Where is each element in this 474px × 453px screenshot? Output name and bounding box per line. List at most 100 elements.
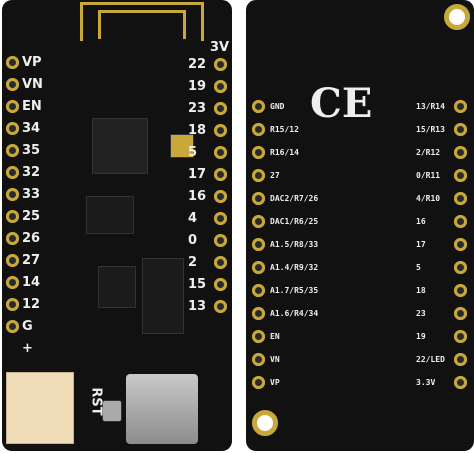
front-right-pin xyxy=(214,278,227,291)
front-left-pin-label: 35 xyxy=(22,143,41,158)
flash-chip xyxy=(86,196,134,234)
back-left-pin xyxy=(252,261,265,274)
front-right-pin-label: 4 xyxy=(188,211,198,226)
back-right-pin-label: 13/R14 xyxy=(416,102,445,111)
front-right-pin-label: 17 xyxy=(188,167,207,182)
back-right-pin xyxy=(454,215,467,228)
back-right-pin-label: 16 xyxy=(416,217,426,226)
back-right-pin xyxy=(454,284,467,297)
front-right-pin-label: 18 xyxy=(188,123,207,138)
mounting-hole-bottom xyxy=(252,410,278,436)
usb-c-connector[interactable] xyxy=(126,374,198,444)
front-right-pin-label: 22 xyxy=(188,57,207,72)
front-left-pin xyxy=(6,144,19,157)
reset-label: RST xyxy=(88,387,104,416)
back-left-pin xyxy=(252,169,265,182)
front-left-pin xyxy=(6,276,19,289)
back-right-pin xyxy=(454,330,467,343)
front-right-pin xyxy=(214,190,227,203)
back-left-pin-label: DAC1/R6/25 xyxy=(270,217,319,226)
back-left-pin-label: EN xyxy=(270,332,280,341)
back-right-pin-label: 2/R12 xyxy=(416,148,441,157)
regulator-chip xyxy=(142,258,184,334)
back-left-pin-label: A1.6/R4/34 xyxy=(270,309,319,318)
front-right-pin xyxy=(214,256,227,269)
back-left-pin xyxy=(252,307,265,320)
back-left-pin xyxy=(252,330,265,343)
back-left-pin-label: GND xyxy=(270,102,285,111)
back-left-pin xyxy=(252,284,265,297)
back-left-pin xyxy=(252,353,265,366)
esp32-chip xyxy=(92,118,148,174)
back-right-pin-label: 23 xyxy=(416,309,426,318)
front-right-pin-label: 13 xyxy=(188,299,207,314)
back-right-pin xyxy=(454,146,467,159)
back-right-pin xyxy=(454,169,467,182)
front-left-pin xyxy=(6,188,19,201)
front-right-pin xyxy=(214,212,227,225)
front-left-pin-label: 33 xyxy=(22,187,41,202)
front-right-pin-label: 19 xyxy=(188,79,207,94)
front-right-pin-label: 2 xyxy=(188,255,198,270)
back-left-pin xyxy=(252,238,265,251)
front-left-pin-label: 34 xyxy=(22,121,41,136)
crystal xyxy=(170,134,194,158)
front-left-pin-label: 27 xyxy=(22,253,41,268)
front-right-pin-label: 0 xyxy=(188,233,198,248)
usb-serial-chip xyxy=(98,266,136,308)
front-right-pin xyxy=(214,234,227,247)
reset-button[interactable] xyxy=(102,400,122,422)
back-left-pin xyxy=(252,192,265,205)
back-left-pin xyxy=(252,123,265,136)
front-left-pin-label: 12 xyxy=(22,297,41,312)
back-left-pin-label: A1.5/R8/33 xyxy=(270,240,319,249)
back-left-pin xyxy=(252,146,265,159)
front-left-pin-label: 26 xyxy=(22,231,41,246)
back-right-pin-label: 5 xyxy=(416,263,421,272)
back-left-pin-label: DAC2/R7/26 xyxy=(270,194,319,203)
back-right-pin-label: 4/R10 xyxy=(416,194,441,203)
back-right-pin-label: 0/R11 xyxy=(416,171,441,180)
front-right-pin xyxy=(214,102,227,115)
mounting-hole-top xyxy=(444,4,470,30)
front-left-pin xyxy=(6,210,19,223)
front-left-pin xyxy=(6,254,19,267)
back-right-pin-label: 3.3V xyxy=(416,378,436,387)
front-right-pin-label: 5 xyxy=(188,145,198,160)
front-left-pin-label: G xyxy=(22,319,33,334)
back-right-pin-label: 22/LED xyxy=(416,355,445,364)
back-right-pin xyxy=(454,123,467,136)
front-left-pin xyxy=(6,298,19,311)
back-left-pin-label: VP xyxy=(270,378,280,387)
back-right-pin xyxy=(454,353,467,366)
front-right-pin xyxy=(214,300,227,313)
front-left-pin-label: VP xyxy=(22,55,42,70)
front-right-pin-label: 15 xyxy=(188,277,207,292)
top-right-label: 3V xyxy=(210,40,230,55)
back-right-pin-label: 18 xyxy=(416,286,426,295)
front-left-pin xyxy=(6,166,19,179)
back-left-pin xyxy=(252,100,265,113)
pcb-antenna xyxy=(80,2,204,41)
back-right-pin xyxy=(454,192,467,205)
pcb-antenna-inner xyxy=(98,10,186,39)
front-left-pin xyxy=(6,122,19,135)
back-left-pin-label: R15/12 xyxy=(270,125,299,134)
back-left-pin-label: A1.7/R5/35 xyxy=(270,286,319,295)
battery-connector[interactable] xyxy=(6,372,74,444)
front-left-pin xyxy=(6,56,19,69)
back-right-pin-label: 19 xyxy=(416,332,426,341)
front-left-pin-label: 32 xyxy=(22,165,41,180)
front-right-pin xyxy=(214,124,227,137)
front-left-pin-label: 25 xyxy=(22,209,41,224)
back-right-pin xyxy=(454,376,467,389)
back-left-pin xyxy=(252,376,265,389)
front-left-pin-label: VN xyxy=(22,77,43,92)
back-right-pin xyxy=(454,307,467,320)
front-right-pin xyxy=(214,168,227,181)
front-left-pin-label: 14 xyxy=(22,275,41,290)
front-left-pin-label: EN xyxy=(22,99,42,114)
back-left-pin-label: A1.4/R9/32 xyxy=(270,263,319,272)
